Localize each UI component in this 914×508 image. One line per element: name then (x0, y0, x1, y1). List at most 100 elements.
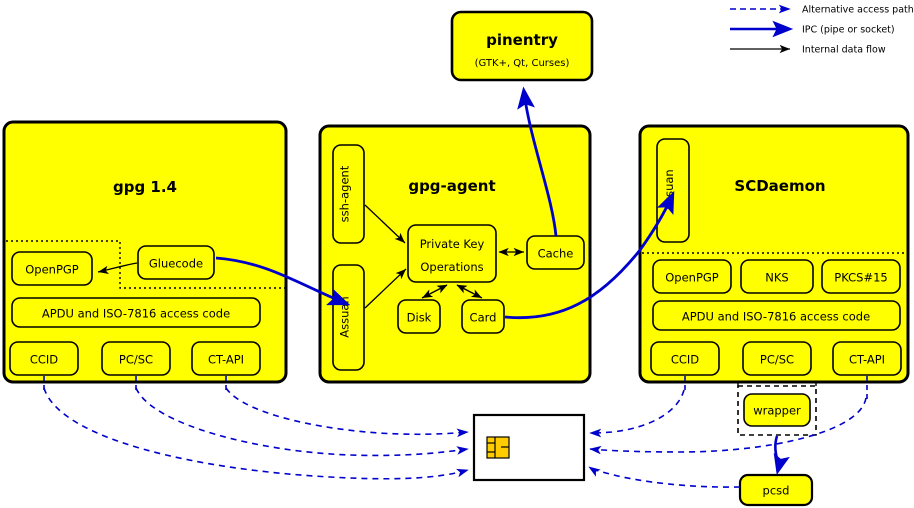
scdaemon-ccid-label: CCID (671, 353, 699, 367)
private-key-ops-line1: Private Key (420, 237, 485, 251)
gpg-agent-ssh-agent[interactable]: ssh-agent (332, 144, 365, 244)
flow-pko-to-disk (421, 284, 448, 299)
alt-path-scdaemon-ccid-to-card (589, 389, 685, 438)
scdaemon-nks-box[interactable] (740, 259, 814, 294)
scdaemon-pcsc-box[interactable] (742, 341, 812, 376)
gpg-openpgp-box[interactable] (11, 251, 93, 286)
gpg-apdu-box[interactable] (11, 297, 261, 328)
gpg-ccid-box[interactable] (9, 341, 79, 376)
gpg-driver-ccid[interactable]: CCID (9, 341, 79, 376)
gpg-agent-title: gpg-agent (408, 177, 495, 195)
gpg-gluecode-box[interactable] (137, 245, 215, 280)
cache-label: Cache (538, 247, 574, 261)
pcsd-label: pcsd (763, 484, 790, 498)
scdaemon-apdu[interactable]: APDU and ISO-7816 access code (652, 300, 901, 331)
gpg-ccid-label: CCID (30, 353, 58, 367)
alt-path-gpg-ccid-to-card (43, 387, 469, 480)
scdaemon-ccid-box[interactable] (650, 341, 720, 376)
node-wrapper[interactable]: wrapper (737, 382, 817, 436)
scdaemon-assuan-box[interactable] (656, 138, 690, 243)
flow-gluecode-to-openpgp (97, 262, 138, 275)
scdaemon-driver-ctapi[interactable]: CT-API (832, 341, 902, 376)
card-label: Card (470, 311, 497, 325)
gpg-agent-assuan[interactable]: Assuan (332, 264, 365, 371)
scdaemon-ctapi-label: CT-API (849, 353, 885, 367)
gpg-apdu-label: APDU and ISO-7816 access code (42, 307, 230, 321)
scdaemon-openpgp-label: OpenPGP (665, 271, 719, 285)
scdaemon-apdu-box[interactable] (652, 300, 901, 331)
node-gpg-agent[interactable]: gpg-agent ssh-agent Assuan Private Key O… (318, 124, 592, 384)
gpg-ctapi-label: CT-API (208, 353, 244, 367)
wrapper-label: wrapper (753, 404, 801, 418)
wrapper-box[interactable] (743, 393, 811, 427)
alt-path-gpg-pcsc-to-card (135, 387, 469, 457)
legend-label-2: Internal data flow (802, 45, 886, 56)
gpg-openpgp[interactable]: OpenPGP (11, 251, 93, 286)
disk-label: Disk (407, 311, 432, 325)
scdaemon-pcsc-label: PC/SC (760, 353, 794, 367)
gpg-agent-assuan-label: Assuan (338, 296, 352, 337)
node-gpg[interactable]: gpg 1.4 OpenPGP Gluecode APDU and ISO-78… (2, 120, 288, 384)
gpg-agent-cache[interactable]: Cache (526, 235, 585, 270)
scdaemon-pkcs15-label: PKCS#15 (834, 271, 887, 285)
scdaemon-ctapi-box[interactable] (832, 341, 902, 376)
alt-path-gpg-ctapi-to-card (225, 387, 469, 438)
gpg-driver-pcsc[interactable]: PC/SC (101, 341, 171, 376)
alt-path-pcsd-to-card (588, 466, 741, 488)
private-key-ops-line2: Operations (420, 260, 483, 274)
scdaemon-driver-ccid[interactable]: CCID (650, 341, 720, 376)
node-pcsd[interactable]: pcsd (738, 473, 814, 507)
gpg-pcsc-label: PC/SC (119, 353, 153, 367)
gpg-gluecode[interactable]: Gluecode (137, 245, 215, 280)
card-box[interactable] (461, 299, 505, 334)
gpg-apdu[interactable]: APDU and ISO-7816 access code (11, 297, 261, 328)
alt-path-scdaemon-ctapi-to-card (589, 397, 867, 455)
wrapper-dashed-region (737, 385, 817, 436)
legend-item-alternative-access-paths: Alternative access paths (730, 5, 914, 16)
scdaemon-nks-label: NKS (765, 271, 788, 285)
node-smartcard[interactable] (472, 413, 586, 482)
gpg-dotted-region (6, 240, 286, 289)
legend-item-internal-data-flow: Internal data flow (730, 45, 886, 56)
gpg-agent-private-key-operations[interactable]: Private Key Operations (407, 224, 497, 283)
scdaemon-app-pkcs15[interactable]: PKCS#15 (821, 259, 901, 294)
pinentry-box[interactable] (450, 10, 594, 82)
node-scdaemon[interactable]: SCDaemon Assuan OpenPGP NKS PKCS#15 APDU… (638, 124, 910, 384)
disk-box[interactable] (397, 299, 441, 334)
gpg-ctapi-box[interactable] (191, 341, 261, 376)
private-key-ops-box[interactable] (407, 224, 497, 283)
node-pinentry[interactable]: pinentry (GTK+, Qt, Curses) (450, 10, 594, 82)
ipc-gpg-to-gpg-agent (215, 256, 351, 306)
flow-ssh-agent-to-pko (364, 204, 406, 244)
legend-label-1: IPC (pipe or socket) (802, 25, 895, 36)
flow-pko-to-card (456, 284, 483, 299)
gpg-gluecode-label: Gluecode (149, 257, 203, 271)
gpg-agent-card[interactable]: Card (461, 299, 505, 334)
scdaemon-assuan[interactable]: Assuan (656, 138, 690, 243)
scdaemon-apdu-label: APDU and ISO-7816 access code (682, 310, 870, 324)
scdaemon-title: SCDaemon (734, 177, 825, 195)
ssh-agent-box[interactable] (332, 144, 365, 244)
gpg-driver-ctapi[interactable]: CT-API (191, 341, 261, 376)
flow-assuan-to-pko (364, 268, 407, 309)
ipc-gpg-agent-to-scdaemon (504, 190, 675, 320)
legend-item-ipc: IPC (pipe or socket) (730, 20, 895, 38)
pinentry-title: pinentry (486, 31, 558, 49)
scdaemon-openpgp-box[interactable] (652, 259, 732, 294)
scdaemon-driver-pcsc[interactable]: PC/SC (742, 341, 812, 376)
pinentry-subtitle: (GTK+, Qt, Curses) (475, 58, 570, 69)
scdaemon-app-nks[interactable]: NKS (740, 259, 814, 294)
ipc-gpg-agent-to-pinentry (517, 86, 558, 237)
ssh-agent-label: ssh-agent (338, 165, 352, 222)
gpg-pcsc-box[interactable] (101, 341, 171, 376)
scdaemon-pkcs15-box[interactable] (821, 259, 901, 294)
gpg-title: gpg 1.4 (113, 178, 177, 196)
legend-label-0: Alternative access paths (802, 5, 914, 16)
chip-icon (486, 436, 510, 459)
scdaemon-app-openpgp[interactable]: OpenPGP (652, 259, 732, 294)
legend: Alternative access paths IPC (pipe or so… (730, 5, 914, 56)
gpg-agent-disk[interactable]: Disk (397, 299, 441, 334)
ipc-wrapper-to-pcsd (773, 435, 790, 476)
